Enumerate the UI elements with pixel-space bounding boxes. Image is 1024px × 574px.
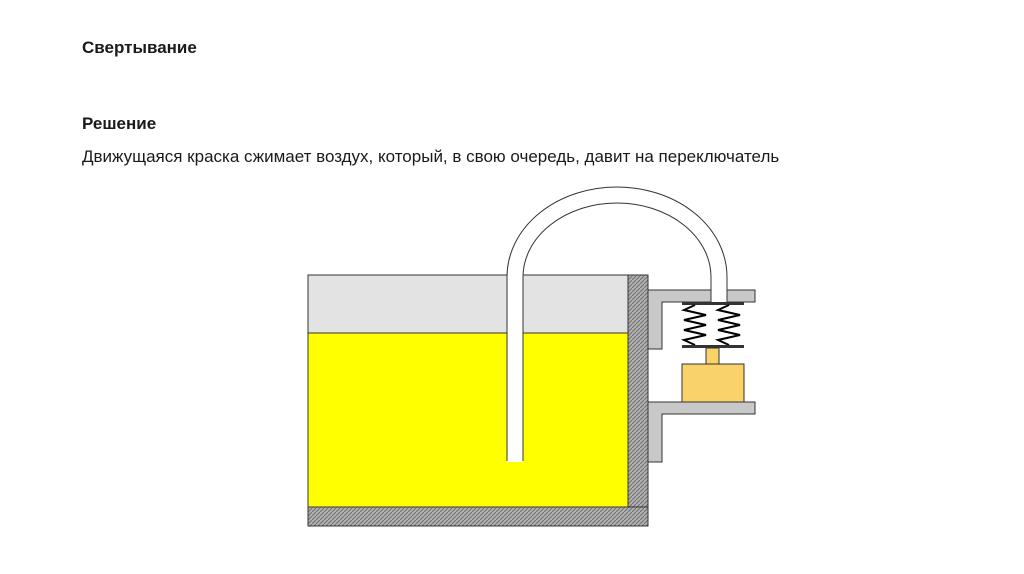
switch-top-plate — [682, 345, 744, 348]
solution-text: Движущаяся краска сжимает воздух, которы… — [82, 147, 780, 166]
switch-bracket-lower — [647, 401, 756, 463]
tank-bottom-wall — [307, 506, 649, 527]
paint-fill — [307, 332, 629, 508]
air-layer — [308, 275, 628, 333]
tank-right-wall — [627, 274, 649, 527]
slide-title: Свертывание — [82, 38, 197, 57]
switch-body — [681, 363, 745, 403]
spring-left — [680, 304, 707, 346]
air-tube-inner — [507, 187, 727, 462]
spring-right — [714, 304, 741, 346]
switch-plunger — [705, 347, 720, 365]
section-heading: Решение — [82, 114, 157, 133]
pressure-plate — [682, 302, 744, 305]
switch-bracket — [647, 289, 756, 350]
